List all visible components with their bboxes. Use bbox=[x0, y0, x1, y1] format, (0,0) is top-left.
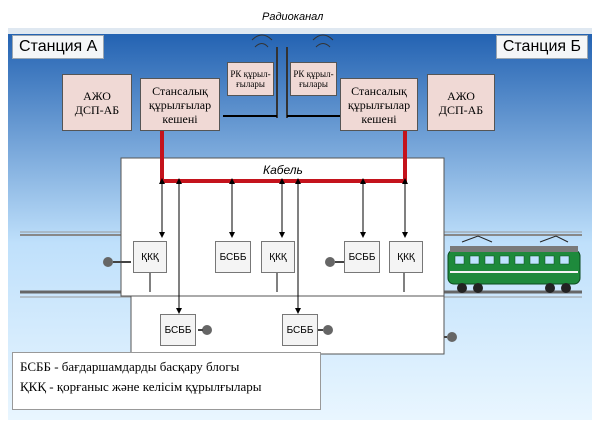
kkk-unit-1: ҚКҚ bbox=[133, 241, 167, 273]
rk-line1: РК құрыл- bbox=[230, 69, 271, 79]
legend: БСББ - бағдаршамдарды басқару блогы ҚКҚ … bbox=[12, 352, 321, 410]
locomotive-icon bbox=[447, 235, 581, 293]
legend-item-bsbb: БСББ - бағдаршамдарды басқару блогы bbox=[20, 359, 240, 374]
station-a-label: Станция А bbox=[12, 35, 105, 59]
complex-line2: құрылғылар bbox=[148, 97, 212, 112]
legend-item-kkk: ҚКҚ - қорғаныс және келісім құрылғылары bbox=[20, 379, 262, 394]
azho-line2: ДСП-АБ bbox=[74, 102, 120, 117]
bsbb-unit-lower-1: БСББ bbox=[160, 314, 196, 346]
cable-arrows bbox=[161, 181, 406, 311]
antenna-left-icon bbox=[251, 34, 278, 118]
cable-label: Кабель bbox=[263, 163, 303, 177]
bsbb-unit-lower-2: БСББ bbox=[282, 314, 318, 346]
rk-line2: ғылары bbox=[299, 79, 328, 89]
radio-channel-title: Радиоканал bbox=[262, 11, 324, 23]
kkk-unit-3: ҚКҚ bbox=[389, 241, 423, 273]
arrowheads bbox=[159, 178, 408, 314]
complex-line3: кешені bbox=[162, 111, 198, 126]
complex-line1: Стансалық bbox=[152, 83, 208, 98]
rk-box-left: РК құрыл-ғылары bbox=[227, 62, 274, 96]
complex-line3: кешені bbox=[361, 111, 397, 126]
azho-line1: АЖО bbox=[447, 88, 475, 103]
complex-line2: құрылғылар bbox=[347, 97, 411, 112]
unit-track-arrows bbox=[149, 273, 405, 292]
antenna-right-icon bbox=[286, 34, 334, 118]
station-b-label: Станция Б bbox=[495, 35, 588, 59]
rk-line2: ғылары bbox=[236, 79, 265, 89]
kkk-unit-2: ҚКҚ bbox=[261, 241, 295, 273]
azho-line1: АЖО bbox=[83, 88, 111, 103]
signal-lamps bbox=[103, 257, 457, 342]
rk-line1: РК құрыл- bbox=[293, 69, 334, 79]
complex-line1: Стансалық bbox=[351, 83, 407, 98]
azho-line2: ДСП-АБ bbox=[438, 102, 484, 117]
rk-box-right: РК құрыл-ғылары bbox=[290, 62, 337, 96]
bsbb-unit-upper-2: БСББ bbox=[344, 241, 380, 273]
bsbb-unit-upper-1: БСББ bbox=[215, 241, 251, 273]
